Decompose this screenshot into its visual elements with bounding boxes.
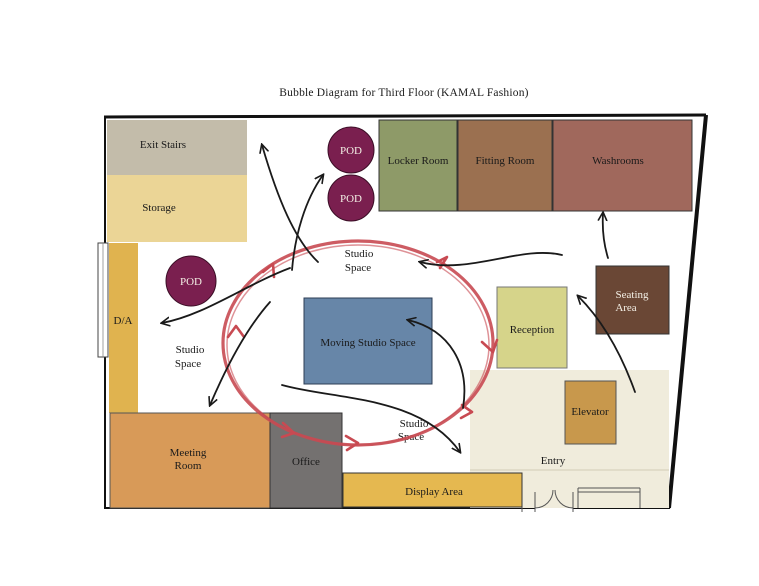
display-area-label: Display Area <box>405 486 463 498</box>
arrow-to-da <box>162 267 291 323</box>
arrow-to-washrooms <box>603 213 609 259</box>
entry-label: Entry <box>541 455 566 467</box>
arrow-entry-to-studio <box>420 252 563 265</box>
diagram-title: Bubble Diagram for Third Floor (KAMAL Fa… <box>279 87 528 99</box>
arrow-to-pods <box>291 175 323 271</box>
fitting-room <box>457 119 553 212</box>
meeting-room-label-2: Room <box>175 460 202 472</box>
circulation-loop <box>221 239 495 447</box>
arrow-to-exit-stairs <box>262 145 319 263</box>
storage-room <box>107 175 247 242</box>
wall-right <box>667 114 708 509</box>
elevator-label: Elevator <box>571 406 609 418</box>
studio-label-left-1: Studio <box>176 344 205 356</box>
washrooms-label: Washrooms <box>592 155 644 167</box>
wall-top <box>103 113 707 119</box>
flow-arrows <box>162 145 636 452</box>
display-area-room <box>342 472 523 508</box>
pod-label-top: POD <box>340 145 362 157</box>
da-label: D/A <box>114 315 133 327</box>
pod-label-middle: POD <box>340 193 362 205</box>
studio-label-left-2: Space <box>175 358 201 370</box>
exit-stairs-room <box>107 120 247 175</box>
studio-label-top-1: Studio <box>345 248 374 260</box>
pod-bubble-middle <box>327 174 375 222</box>
arrow-entry-to-reception <box>578 296 636 393</box>
storage-label: Storage <box>142 202 176 214</box>
da-room <box>109 243 138 413</box>
pod-label-left: POD <box>180 276 202 288</box>
circulation-arrowheads <box>226 255 499 452</box>
seating-area-room <box>595 265 670 335</box>
studio-label-bottom-1: Studio <box>400 418 429 430</box>
pod-bubble-left <box>165 255 217 307</box>
arrow-to-entry <box>281 384 460 452</box>
fitting-room-label: Fitting Room <box>476 155 535 167</box>
arrow-to-meeting <box>210 301 271 405</box>
moving-studio-label: Moving Studio Space <box>320 337 415 349</box>
elevator-room <box>564 380 617 445</box>
exit-stairs-label: Exit Stairs <box>140 139 186 151</box>
washrooms-room <box>552 119 693 212</box>
meeting-room <box>109 412 271 509</box>
arrow-to-moving-studio <box>408 320 466 409</box>
pod-bubble-top <box>327 126 375 174</box>
meeting-room-label-1: Meeting <box>170 447 207 459</box>
seating-area-label-2: Area <box>615 302 636 314</box>
locker-room-label: Locker Room <box>388 155 449 167</box>
office-label: Office <box>292 456 320 468</box>
seating-area-label-1: Seating <box>616 289 649 301</box>
moving-studio-room <box>303 297 433 385</box>
reception-room <box>496 286 568 369</box>
studio-label-top-2: Space <box>345 262 371 274</box>
locker-room <box>378 119 458 212</box>
reception-label: Reception <box>510 324 555 336</box>
